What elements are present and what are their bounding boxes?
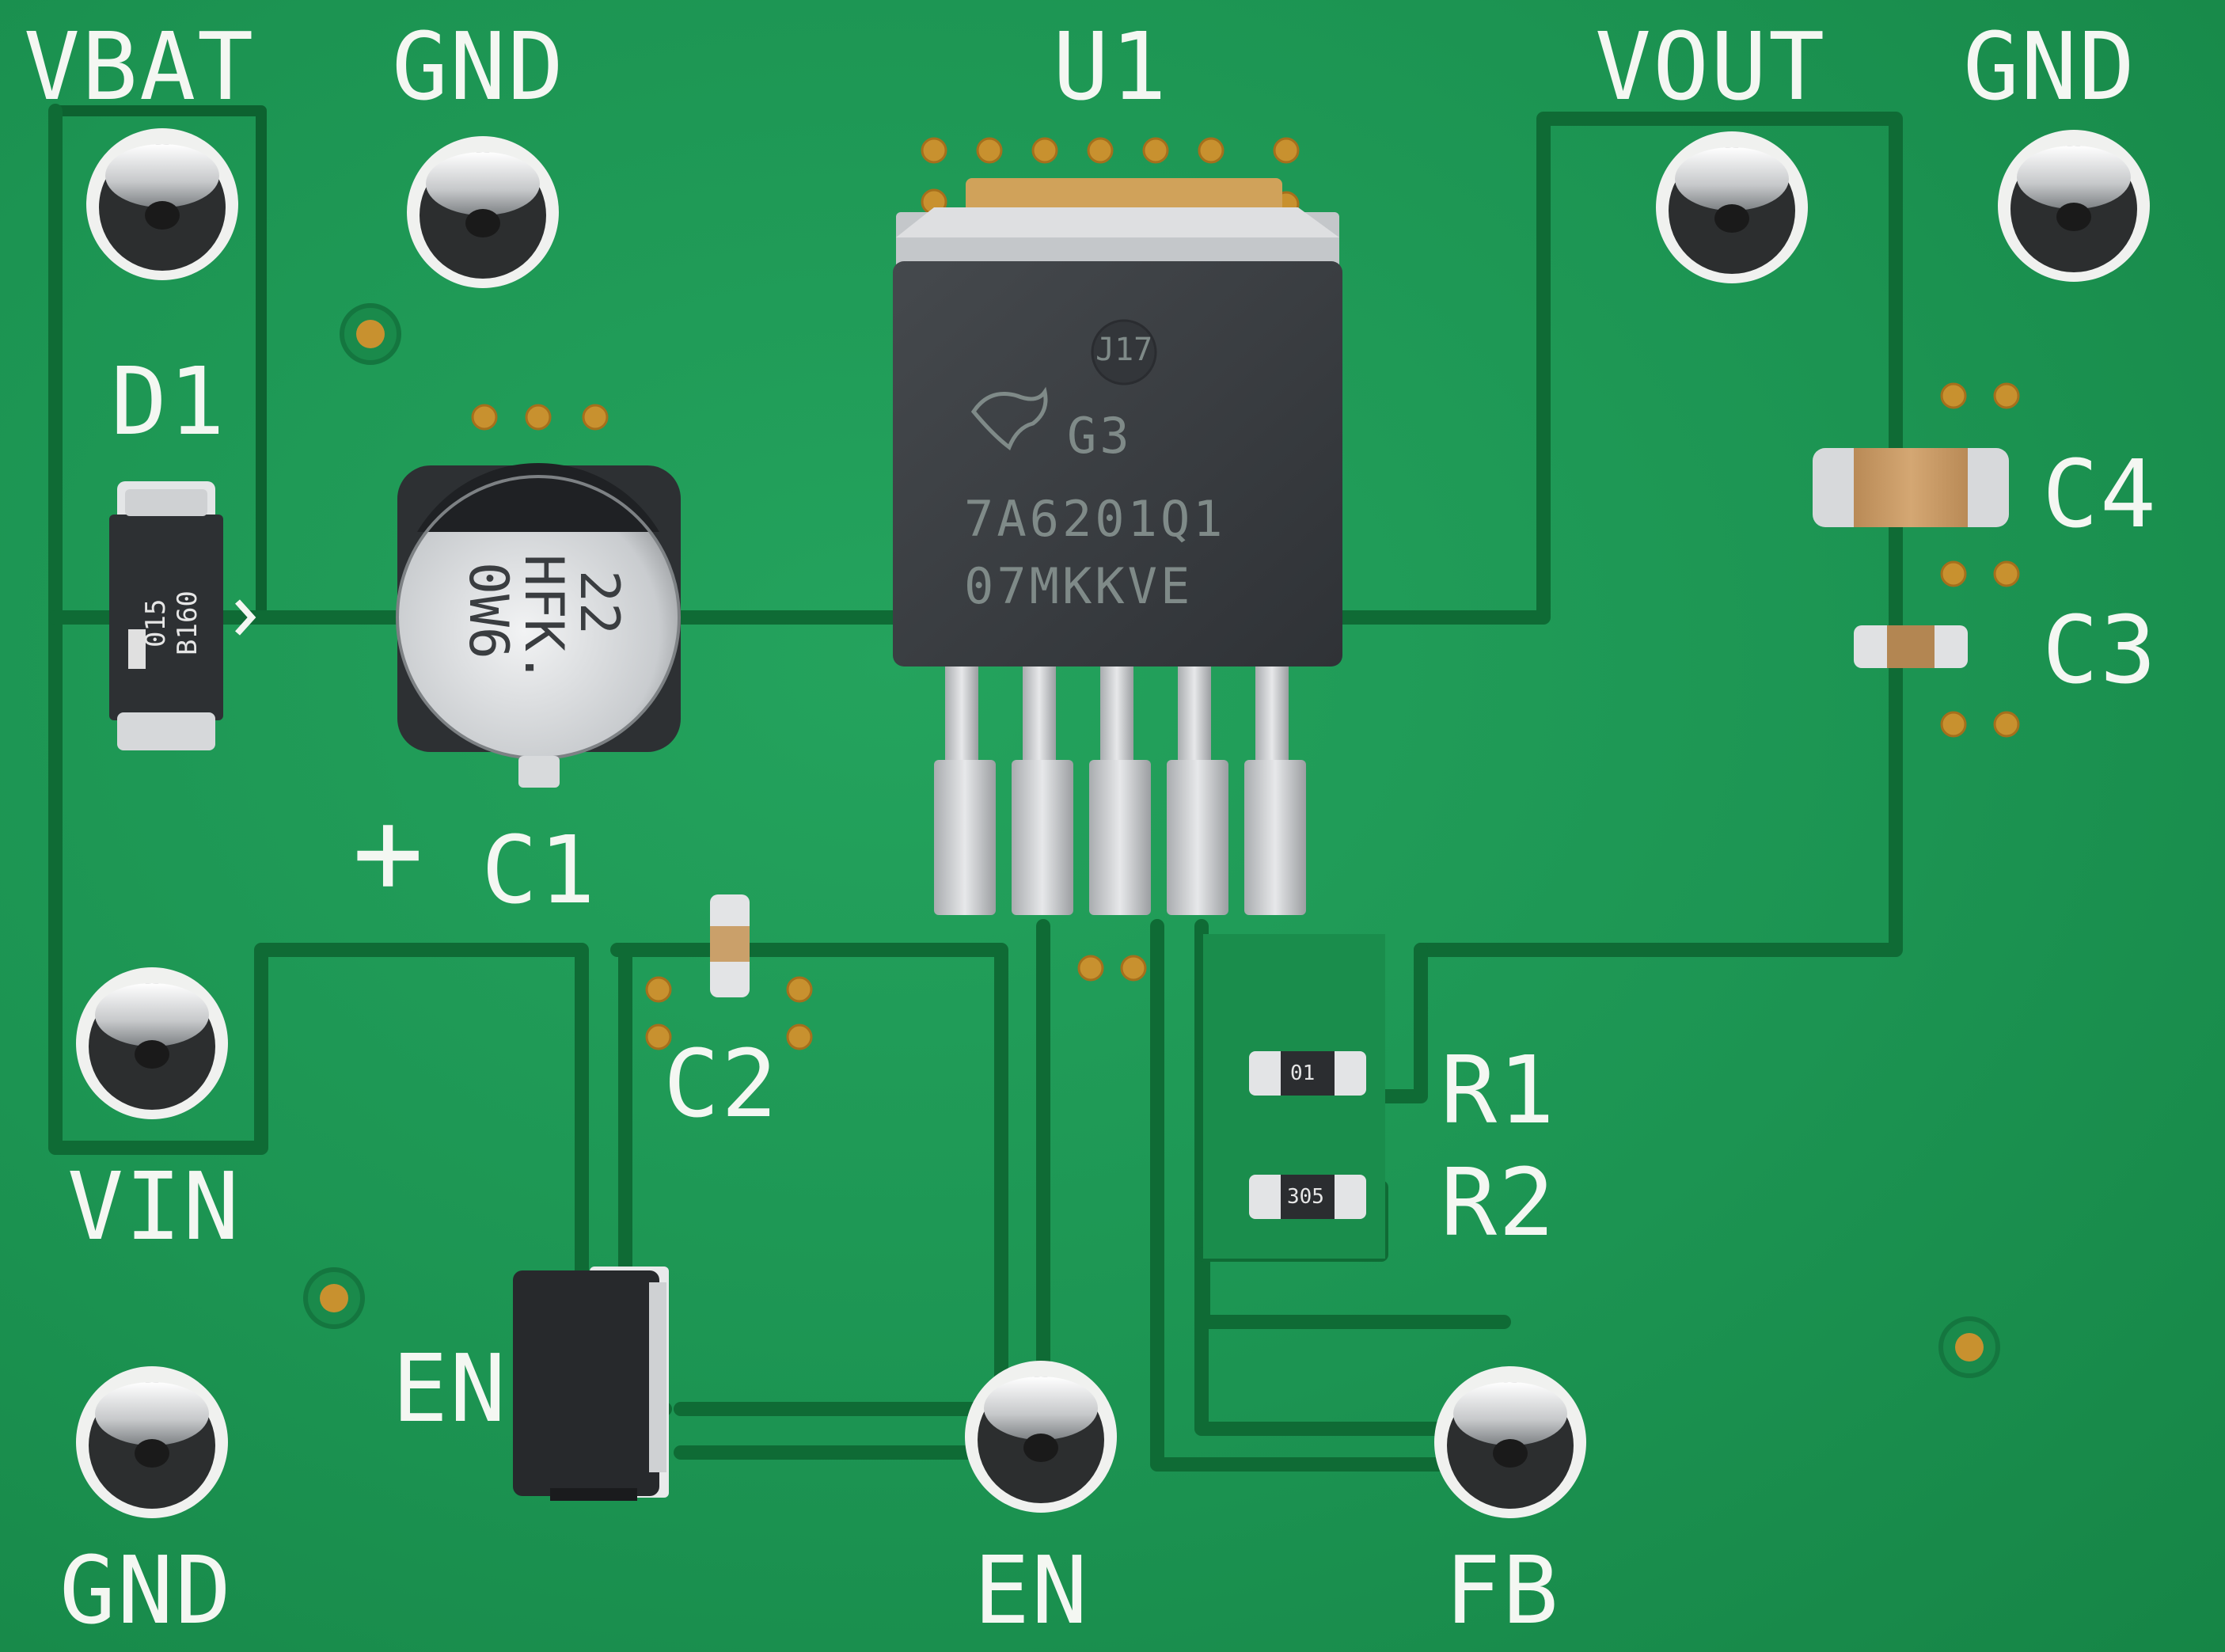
label-gnd-top-right: GND — [1963, 12, 2137, 121]
jumper-icon — [513, 1267, 669, 1501]
test-point-icon — [1656, 131, 1808, 283]
u1-marking-line1: G3 — [1067, 407, 1133, 465]
ic-leads — [934, 666, 1306, 915]
u1-marking-line2: 7A6201Q1 — [964, 490, 1226, 548]
label-c2: C2 — [663, 1029, 780, 1138]
capacitor-icon — [710, 894, 750, 997]
test-point-icon — [76, 967, 228, 1119]
mounting-vias — [303, 303, 2000, 1378]
label-vbat: VBAT — [24, 12, 256, 121]
label-en-jumper: EN — [392, 1334, 508, 1443]
c1-marking-line2: HFK. — [512, 554, 575, 684]
label-r1: R1 — [1441, 1035, 1557, 1145]
d1-marking: 015 B160 — [95, 578, 237, 673]
regulator-ic-icon — [893, 178, 1342, 915]
d1-marking-line2: B160 — [172, 591, 203, 655]
label-u1: U1 — [1053, 12, 1169, 121]
test-point-icon — [86, 128, 238, 280]
label-en-bottom: EN — [974, 1536, 1090, 1645]
u1-marking-line3: 07MKKVE — [964, 557, 1194, 615]
vias — [303, 137, 2020, 1378]
label-vout: VOUT — [1595, 12, 1827, 121]
label-r2: R2 — [1441, 1148, 1557, 1257]
label-gnd-top-left: GND — [392, 12, 566, 121]
label-vin: VIN — [67, 1152, 241, 1261]
label-fb: FB — [1445, 1536, 1561, 1645]
c1-marking: 22 HFK. 0W6 — [443, 515, 633, 704]
test-points — [76, 128, 2150, 1518]
resistor-icon — [1249, 1175, 1366, 1219]
label-c1-polarity: + — [352, 784, 426, 921]
capacitor-icon — [396, 462, 681, 788]
capacitor-icon — [1813, 448, 2009, 527]
r2-marking: 305 — [1287, 1185, 1324, 1209]
r1-marking: 01 — [1290, 1061, 1316, 1085]
test-point-icon — [1998, 130, 2150, 282]
test-point-icon — [965, 1361, 1117, 1513]
label-d1: D1 — [111, 347, 227, 456]
test-point-icon — [407, 136, 559, 288]
test-point-icon — [76, 1366, 228, 1518]
c1-marking-line1: 22 — [568, 570, 630, 635]
c1-marking-line3: 0W6 — [457, 562, 519, 659]
label-gnd-bottom-left: GND — [59, 1536, 234, 1645]
capacitor-icon — [1854, 625, 1968, 668]
u1-date-code: J17 — [1095, 332, 1153, 368]
label-c4: C4 — [2042, 439, 2159, 549]
d1-marking-line1: 015 — [140, 598, 172, 648]
test-point-icon — [1434, 1366, 1586, 1518]
resistor-icon — [1249, 1051, 1366, 1096]
label-c1: C1 — [481, 815, 598, 925]
diode-icon — [109, 481, 256, 750]
label-c3: C3 — [2042, 595, 2159, 704]
